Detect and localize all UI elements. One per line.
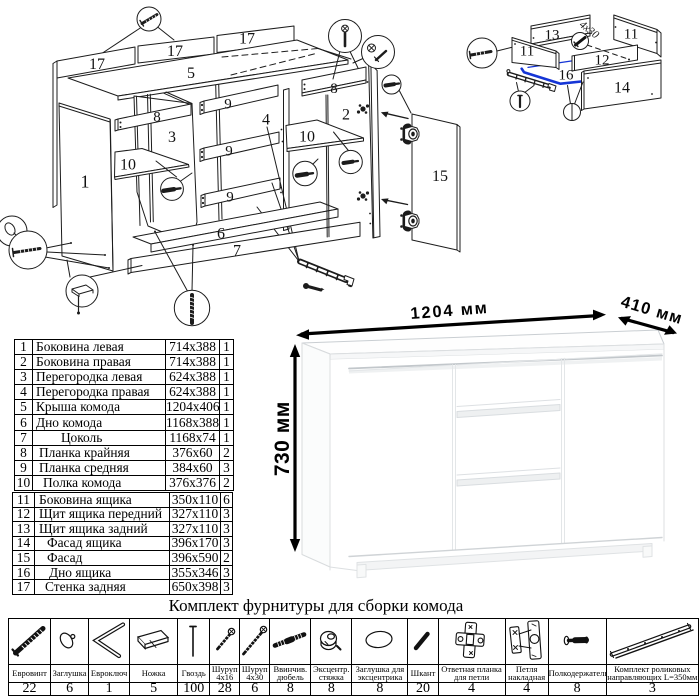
svg-text:4: 4: [262, 112, 270, 129]
svg-text:13: 13: [545, 28, 560, 44]
svg-text:6: 6: [217, 226, 225, 243]
svg-text:9: 9: [225, 144, 233, 160]
svg-text:1: 1: [81, 172, 90, 192]
svg-text:9: 9: [224, 97, 232, 113]
svg-text:17: 17: [167, 43, 183, 60]
svg-text:15: 15: [432, 168, 448, 185]
svg-text:11: 11: [624, 27, 638, 43]
svg-text:17: 17: [239, 31, 255, 48]
svg-text:8: 8: [330, 81, 338, 97]
svg-text:410 мм: 410 мм: [619, 293, 685, 328]
svg-text:5: 5: [187, 65, 195, 82]
svg-text:3: 3: [168, 129, 176, 146]
svg-text:10: 10: [120, 157, 136, 174]
svg-text:10: 10: [299, 129, 315, 146]
svg-text:8: 8: [153, 110, 161, 126]
svg-text:11: 11: [520, 44, 534, 60]
svg-text:730 мм: 730 мм: [271, 401, 294, 476]
svg-text:14: 14: [614, 80, 630, 97]
svg-text:16: 16: [559, 68, 575, 84]
svg-text:9: 9: [226, 190, 234, 206]
svg-text:1204 мм: 1204 мм: [410, 299, 489, 323]
svg-text:12: 12: [595, 53, 610, 69]
svg-text:2: 2: [342, 107, 350, 124]
svg-text:17: 17: [89, 56, 105, 73]
svg-text:7: 7: [233, 243, 241, 260]
